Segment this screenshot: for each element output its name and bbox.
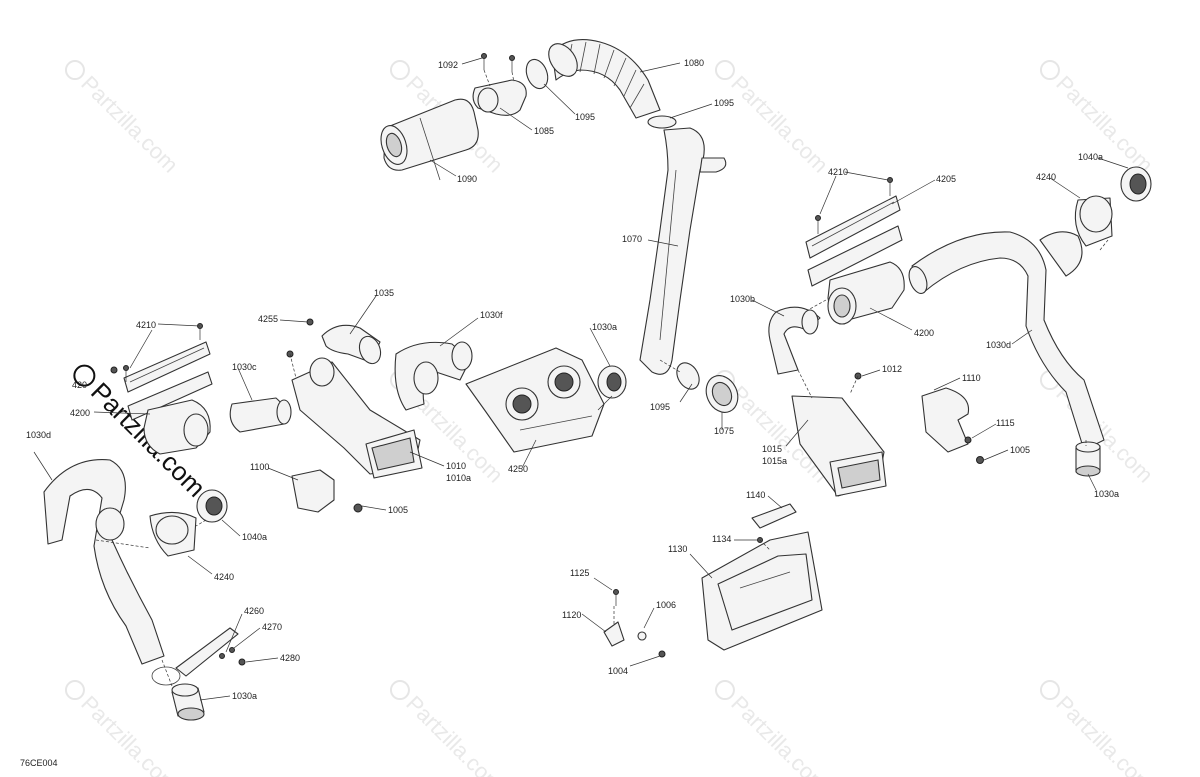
callout-1012: 1012: [882, 364, 902, 374]
bracket-1120: [603, 621, 625, 647]
watermark: Partzilla.com: [401, 691, 508, 777]
callout-1030a-mid: 1030a: [592, 322, 617, 332]
callout-1140: 1140: [746, 490, 765, 500]
outlet-1015: [791, 395, 887, 497]
callout-1134: 1134: [712, 534, 731, 544]
callout-1015: 1015: [762, 444, 782, 454]
watermark: Partzilla.com: [726, 71, 833, 178]
callout-4250: 4250: [508, 464, 528, 474]
callout-4280: 4280: [280, 653, 300, 663]
callout-1115: 1115: [996, 418, 1015, 428]
callout-1030b: 1030b: [730, 294, 755, 304]
panel-4250: [465, 347, 605, 453]
watermark: Partzilla.com: [76, 71, 183, 178]
callout-4260: 4260: [244, 606, 264, 616]
adapter-1085: [472, 79, 527, 116]
clamp-1095-mid: [647, 115, 677, 129]
coupler-1075: [705, 375, 739, 413]
housing-4200-right: [827, 261, 905, 325]
callout-4205: 4205: [936, 174, 956, 184]
duct-1035: [321, 324, 382, 365]
assembly-lines: [95, 69, 1109, 687]
callout-1030d-right: 1030d: [986, 340, 1011, 350]
callout-1110: 1110: [962, 373, 981, 383]
elbow-4240-left: [149, 511, 197, 557]
watermark: Partzilla.com: [1051, 691, 1158, 777]
callout-1030f: 1030f: [480, 310, 503, 320]
air-filter-1090: [380, 98, 479, 181]
callout-labels: 1092 1080 1095 1095 1085 1090 1070 4210 …: [20, 58, 1119, 768]
callout-1005-right: 1005: [1010, 445, 1030, 455]
bracket-4260: [151, 627, 239, 686]
duct-1030f: [394, 341, 473, 411]
callout-1130: 1130: [668, 544, 687, 554]
callout-1010: 1010: [446, 461, 466, 471]
callout-1030d-left: 1030d: [26, 430, 51, 440]
callout-1075: 1075: [714, 426, 734, 436]
watermark: Partzilla.com: [726, 691, 833, 777]
callout-1040a-right: 1040a: [1078, 152, 1103, 162]
callout-1005-left: 1005: [388, 505, 408, 515]
callout-4255: 4255: [258, 314, 278, 324]
housing-1010: [291, 357, 423, 479]
box-1130: [701, 531, 823, 651]
callout-1035: 1035: [374, 288, 394, 298]
callout-4240-right: 4240: [1036, 172, 1056, 182]
bracket-4210-left: [123, 341, 213, 421]
bracket-4205: [805, 195, 903, 287]
callout-1090: 1090: [457, 174, 477, 184]
callout-1070: 1070: [622, 234, 642, 244]
guard-1110: [921, 387, 970, 453]
callout-1010a: 1010a: [446, 473, 471, 483]
cap-1030a-mid: [597, 365, 627, 399]
callout-1125: 1125: [570, 568, 589, 578]
bracket-1100: [291, 469, 335, 513]
callout-1030c: 1030c: [232, 362, 257, 372]
clamp-1095-top: [525, 58, 549, 90]
callout-1085: 1085: [534, 126, 554, 136]
callout-4200-left: 4200: [70, 408, 90, 418]
bracket-1140: [751, 503, 797, 529]
duct-1030d-left: [43, 459, 165, 665]
cap-1040a-left: [196, 489, 228, 523]
cap-1030a-left: [171, 683, 205, 721]
hardware-layer: [110, 53, 984, 666]
callout-1120: 1120: [562, 610, 581, 620]
callout-1030a-left: 1030a: [232, 691, 257, 701]
callout-1095-a: 1095: [714, 98, 734, 108]
leader-lines: [33, 57, 1129, 701]
callout-1080: 1080: [684, 58, 704, 68]
callout-1100: 1100: [250, 462, 269, 472]
callout-1004: 1004: [608, 666, 628, 676]
cap-1040a-right: [1120, 166, 1152, 202]
duct-1030b: [768, 306, 821, 375]
duct-1080: [548, 39, 661, 119]
callout-4240-left: 4240: [214, 572, 234, 582]
callout-1095-c: 1095: [650, 402, 670, 412]
callout-1095-b: 1095: [575, 112, 595, 122]
housing-4200-left: [143, 399, 211, 455]
callout-420x: 420: [72, 380, 87, 390]
callout-1006: 1006: [656, 600, 676, 610]
watermark: Partzilla.com: [1051, 71, 1158, 178]
callout-4210-right: 4210: [828, 167, 848, 177]
clamp-1095-low: [676, 362, 700, 390]
callout-1030a-right: 1030a: [1094, 489, 1119, 499]
watermark: Partzilla.com: [76, 691, 183, 777]
callout-4270: 4270: [262, 622, 282, 632]
duct-1030c: [229, 397, 292, 433]
callout-1040a-left: 1040a: [242, 532, 267, 542]
duct-1070: [639, 127, 727, 375]
elbow-4240-right: [1074, 195, 1113, 247]
callout-1092: 1092: [438, 60, 458, 70]
callout-4210-left: 4210: [136, 320, 156, 330]
callout-4200-right: 4200: [914, 328, 934, 338]
callout-1015a: 1015a: [762, 456, 787, 466]
diagram-code: 76CE004: [20, 758, 58, 768]
cap-1030a-right: [1075, 441, 1101, 477]
